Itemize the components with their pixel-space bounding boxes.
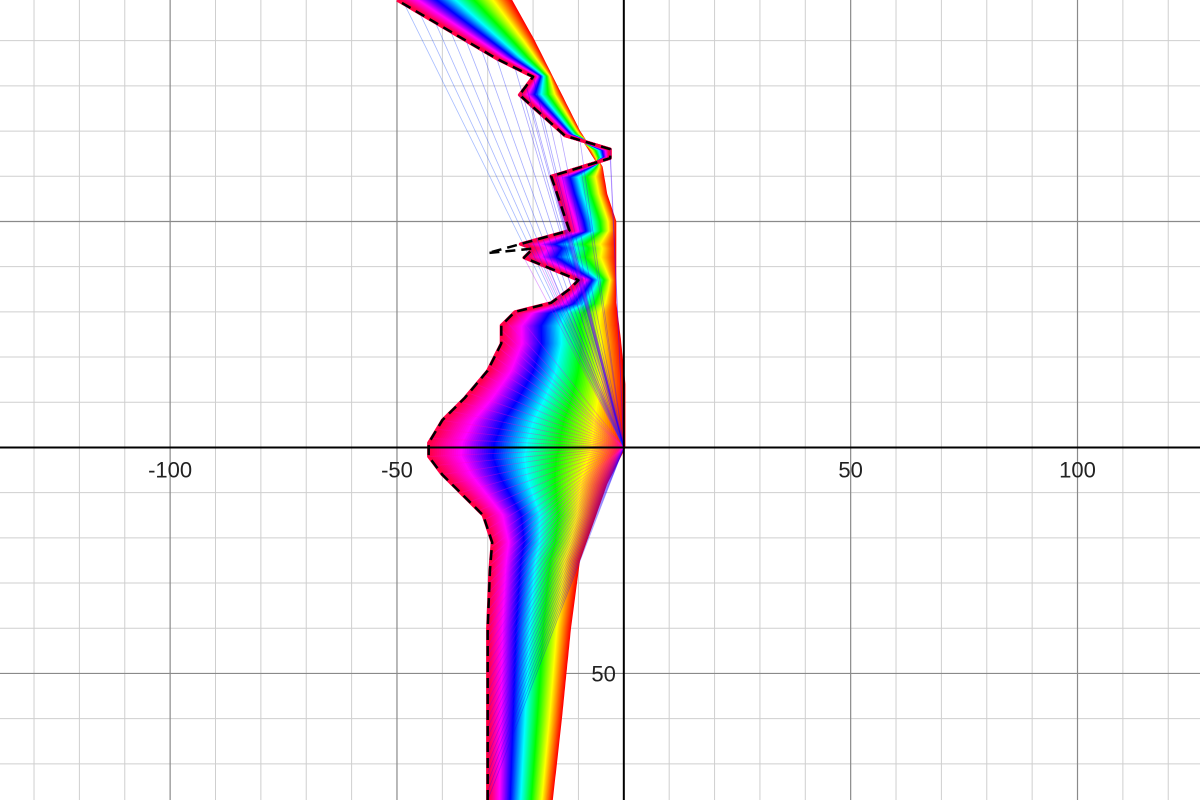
region-fan-line [559,130,625,448]
region-fan-line [488,447,625,593]
region-fan-line [436,428,624,448]
region-fan-line [536,239,625,448]
region-fan-line [489,447,625,584]
region-fan-line [490,447,625,557]
region-fan-line [460,401,624,448]
region-fan-line [487,447,625,692]
region-fan-line [550,302,625,448]
region-fan-line [487,447,625,737]
region-fan-line [442,419,624,448]
region-fan-line [478,447,624,512]
region-fan-line [559,203,625,448]
region-fan-line [550,176,625,448]
region-fan-line [483,374,625,448]
x-tick-label: 100 [1059,457,1096,482]
region-fan-line [494,356,625,448]
region-fan-line [562,293,625,448]
region-fan-line [487,447,625,710]
region-fan-line [501,338,625,448]
region-fan-line [580,167,625,448]
region-fan-line [496,58,625,448]
region-fan-line [487,447,625,683]
region-fan-line [501,329,625,448]
region-fan-line [487,447,625,792]
region-fan-line [481,49,625,448]
region-fan-line [451,410,624,448]
region-fan-line [442,447,624,475]
region-fan-line [460,447,624,494]
region-fan-line [490,447,625,539]
region-fan-line [469,447,624,503]
x-tick-label: 50 [838,457,862,482]
region-fan-line [487,447,625,620]
dashed-boundary-line [396,0,612,800]
tick-labels: -100 -50 50 100 50 [148,457,1096,686]
region-fan-line [419,13,625,448]
region-fan-line [487,447,625,656]
region-fan-line [565,221,625,448]
region-fan-line [490,447,625,566]
region-fan-line [505,320,625,448]
region-fan-line [573,284,625,448]
region-fan-line [489,365,625,448]
region-fan-line [487,447,625,764]
region-fan-line [562,212,625,448]
dashed-boundary-curve [396,0,612,800]
region-fan-line [476,383,624,448]
region-fan-line [609,158,625,448]
region-fan-line [514,311,625,448]
y-tick-label: 50 [591,661,615,686]
region-fan-line [451,447,624,485]
region-fan-line [487,447,625,719]
region-fan-line [435,447,624,466]
region-fan-line [532,76,625,448]
region-fan-line [487,447,625,701]
region-fan-line [609,149,625,448]
x-tick-label: -100 [148,457,192,482]
region-fan-line [487,447,625,638]
region-fan-line [487,447,625,774]
region-fan-line [468,392,624,448]
region-fan-line [428,447,624,457]
region-fan-line [487,447,625,629]
region-fan-line [519,94,625,448]
region-fan-line [539,112,625,448]
region-fan-line [567,275,625,448]
region-fan-line [465,40,625,448]
region-fan-line [431,438,624,448]
region-fan-line [484,447,625,521]
region-fan-line [523,257,625,448]
region-fan-line [514,67,625,448]
region-fan-line [487,447,625,665]
region-fan-line [487,447,625,674]
region-fan-line [579,140,625,448]
region-fan-line [404,4,625,448]
region-fan-line [487,447,625,530]
region-fan-line [487,447,625,800]
gradient-filled-region [396,0,626,800]
region-fan-line [487,447,625,755]
region-fan-line [545,266,625,448]
region-fan-line [568,230,625,448]
region-fan-line [498,347,625,448]
region-fan-line [487,447,625,647]
region-fan-line [487,447,625,746]
region-fan-line [549,121,625,448]
region-fan-line [553,185,625,448]
region-fan-line [556,194,625,448]
region-fan-line [491,447,625,548]
region-fan-line [529,103,625,448]
region-fan-line [488,447,625,611]
region-fan-line [532,248,625,448]
x-tick-label: -50 [381,457,413,482]
region-fan-line [488,447,625,602]
region-fan-line [450,31,625,448]
region-fan-line [487,447,625,728]
region-fan-line [525,85,625,448]
region-fan-line [487,447,625,783]
region-fan-line [489,447,625,575]
region-fan-line [434,22,625,448]
